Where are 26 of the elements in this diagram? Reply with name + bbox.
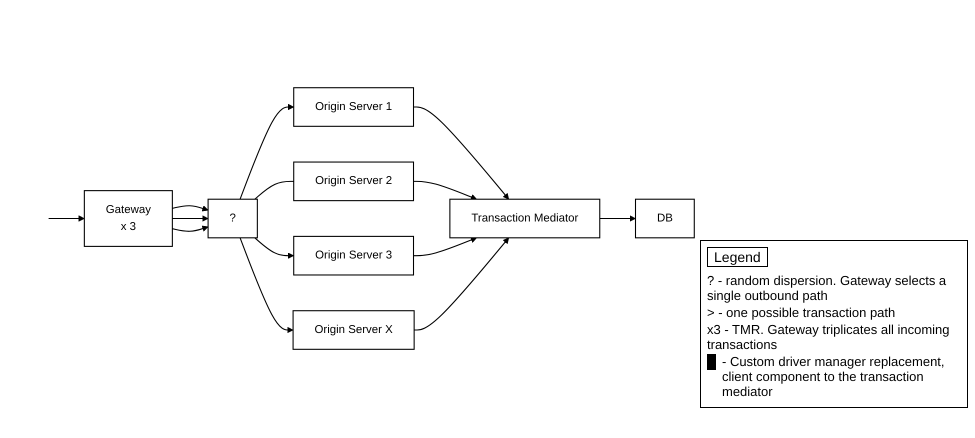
node-box: Origin Server 1 xyxy=(293,88,414,128)
arrow xyxy=(414,181,477,201)
legend-title: Legend xyxy=(707,247,768,267)
legend-text: > - one possible transaction path xyxy=(707,305,896,320)
arrow xyxy=(414,237,477,257)
arrow xyxy=(172,226,208,232)
node-box: Transaction Mediator xyxy=(449,199,600,239)
arrow xyxy=(172,216,208,222)
arrow xyxy=(240,104,294,200)
legend-text: ? - random dispersion. Gateway selects a single outbound path xyxy=(707,273,948,303)
legend-text: - Custom driver manager replacement, client component to the transaction mediator xyxy=(722,354,946,399)
node-box: Gateway x 3 xyxy=(84,190,173,248)
node-box: Origin Server 3 xyxy=(293,236,414,276)
arrow xyxy=(414,238,510,332)
node-box: Origin Server X xyxy=(292,310,415,350)
legend-text: x3 - TMR. Gateway triplicates all incoming transactions xyxy=(707,322,951,352)
arrow xyxy=(240,238,294,334)
arrow xyxy=(48,216,85,222)
arrow xyxy=(600,216,636,222)
arrow xyxy=(172,206,208,212)
node-box: DB xyxy=(634,199,695,239)
arrow xyxy=(254,238,294,260)
connector xyxy=(254,181,294,200)
arrow xyxy=(414,106,510,200)
node-box: ? xyxy=(208,199,258,239)
node-box: Origin Server 2 xyxy=(293,162,414,202)
